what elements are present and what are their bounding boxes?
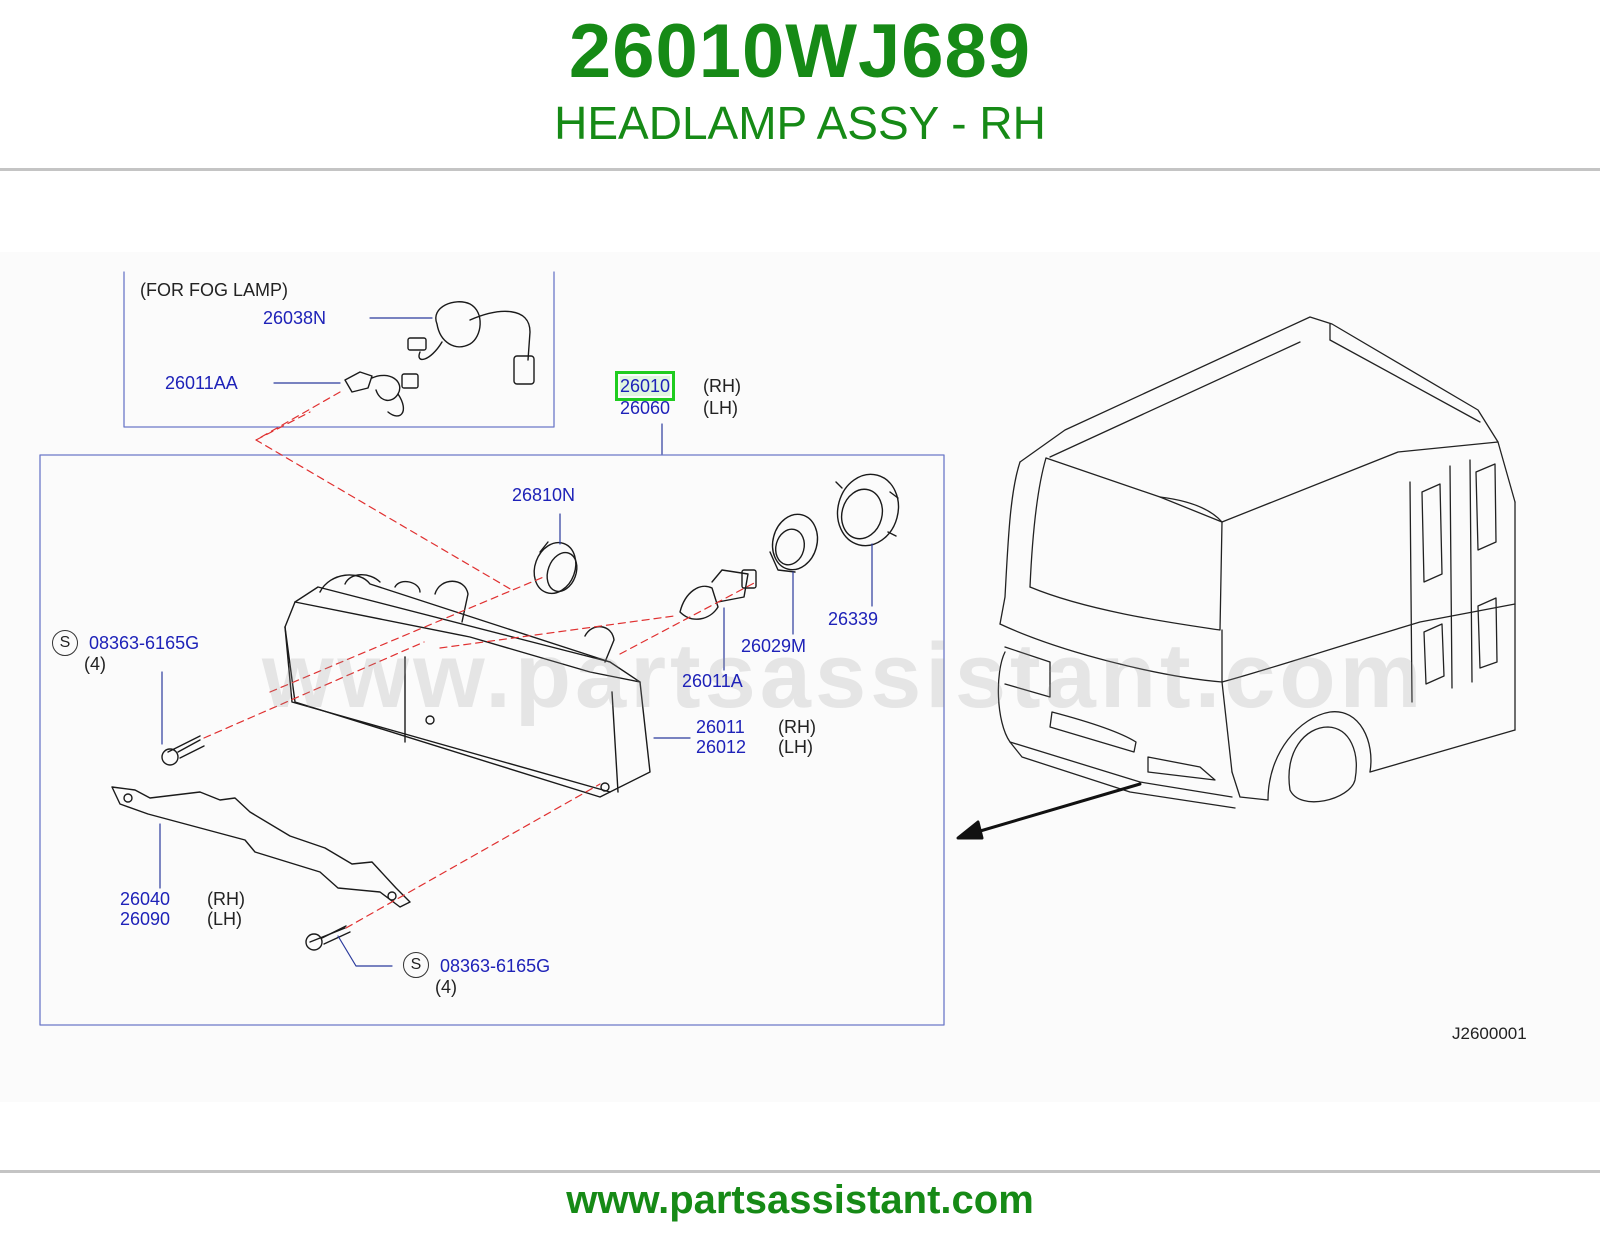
callout-26810n[interactable]: 26810N bbox=[512, 485, 576, 505]
callout-26060[interactable]: 26060 bbox=[620, 398, 671, 418]
socket-cap-drawing bbox=[533, 541, 578, 595]
callout-26010-highlighted[interactable]: 26010 bbox=[614, 371, 676, 401]
callout-08363-6165g-top[interactable]: 08363-6165G bbox=[89, 633, 200, 653]
callout-26038n[interactable]: 26038N bbox=[263, 308, 327, 328]
callout-26011a[interactable]: 26011A bbox=[682, 671, 743, 691]
diagram-code: J2600001 bbox=[1452, 1024, 1527, 1043]
parts-diagram: www.partsassistant.com (FOR FOG LAMP) 26… bbox=[0, 252, 1600, 1102]
location-arrow bbox=[956, 782, 1142, 840]
seal-drawing bbox=[769, 513, 819, 573]
std-part-symbol-bottom: S bbox=[403, 952, 429, 978]
retainer-drawing bbox=[835, 473, 900, 547]
suffix-rh-headlamp: (RH) bbox=[703, 376, 741, 396]
inset-frame bbox=[123, 271, 555, 428]
van-drawing bbox=[997, 316, 1516, 809]
callout-26011[interactable]: 26011 bbox=[696, 717, 745, 737]
part-name-subtitle: HEADLAMP ASSY - RH bbox=[554, 97, 1046, 149]
diagram-drawing bbox=[39, 271, 1516, 1026]
watermark-text: www.partsassistant.com bbox=[262, 625, 1426, 727]
fog-bulb-drawing bbox=[344, 371, 419, 417]
fog-lamp-inset-title: (FOR FOG LAMP) bbox=[140, 280, 288, 300]
qty-bottom: (4) bbox=[435, 977, 457, 997]
main-frame bbox=[39, 454, 945, 1026]
suffix-lh-headlamp: (LH) bbox=[703, 398, 738, 418]
suffix-lh-lens: (LH) bbox=[778, 737, 813, 757]
suffix-rh-lens: (RH) bbox=[778, 717, 816, 737]
part-number-title: 26010WJ689 bbox=[568, 9, 1032, 94]
screw-bottom-drawing bbox=[305, 925, 351, 951]
footer-divider bbox=[0, 1170, 1600, 1173]
callout-26012[interactable]: 26012 bbox=[696, 737, 747, 757]
callout-26090[interactable]: 26090 bbox=[120, 909, 171, 929]
qty-top: (4) bbox=[84, 654, 106, 674]
screw-top-drawing bbox=[161, 735, 205, 766]
bulb-drawing bbox=[679, 569, 757, 620]
footer-website-link[interactable]: www.partsassistant.com bbox=[566, 1178, 1034, 1222]
callout-26040[interactable]: 26040 bbox=[120, 889, 171, 909]
callout-26029m[interactable]: 26029M bbox=[741, 636, 807, 656]
headlamp-body-drawing bbox=[284, 574, 651, 798]
fog-socket-drawing bbox=[407, 301, 535, 385]
callout-26339[interactable]: 26339 bbox=[828, 609, 879, 629]
header-divider bbox=[0, 168, 1600, 171]
bracket-drawing bbox=[111, 786, 411, 908]
suffix-rh-bracket: (RH) bbox=[207, 889, 245, 909]
callout-26011aa[interactable]: 26011AA bbox=[165, 373, 238, 393]
callout-08363-6165g-bottom[interactable]: 08363-6165G bbox=[440, 956, 551, 976]
page-header: 26010WJ689 HEADLAMP ASSY - RH bbox=[0, 0, 1600, 168]
std-part-symbol-top: S bbox=[52, 630, 78, 656]
suffix-lh-bracket: (LH) bbox=[207, 909, 242, 929]
